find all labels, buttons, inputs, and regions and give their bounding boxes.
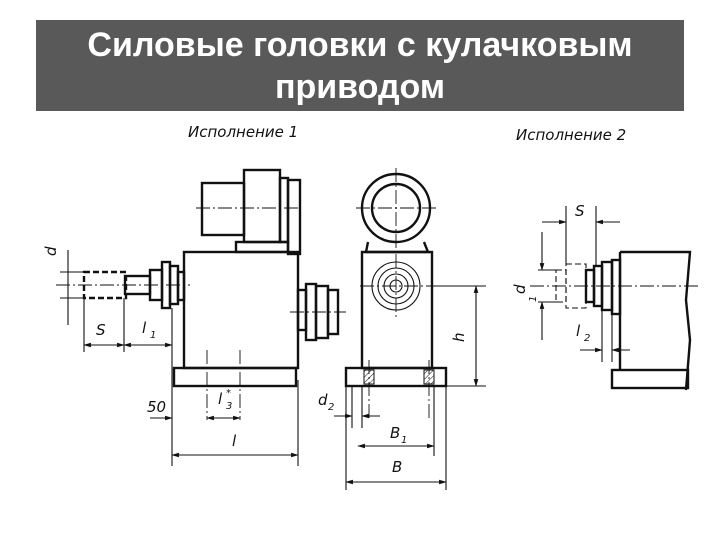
caption-variant-2: Исполнение 2 — [516, 126, 626, 144]
dim-l2-label: l — [576, 322, 581, 340]
side-view-dimensions: h d 2 B 1 B — [318, 285, 486, 490]
dim-50-label: 50 — [147, 398, 166, 416]
caption-variant-1: Исполнение 1 — [188, 123, 298, 141]
dim-l3-subscript: 3 — [226, 401, 232, 412]
dim-l1-label: l — [142, 319, 147, 337]
variant-2-dimensions: S d 1 l 2 — [511, 202, 630, 362]
dim-l2-subscript: 2 — [584, 333, 590, 344]
dim-d-label: d — [42, 246, 60, 256]
dim-b1-subscript: 1 — [401, 435, 407, 446]
front-view — [56, 168, 346, 420]
dim-h-label: h — [450, 332, 468, 342]
dim-s-label: S — [96, 321, 106, 339]
variant-2-view — [530, 250, 700, 391]
dim-d1-subscript: 1 — [528, 296, 539, 302]
dim-s2-label: S — [575, 202, 585, 220]
dim-d2-subscript: 2 — [328, 402, 334, 413]
front-view-dimensions: d S l 1 50 l 3 * l — [42, 246, 299, 466]
dim-b1-label: B — [390, 424, 400, 442]
dim-d1-label: d — [511, 284, 529, 294]
dim-l-label: l — [232, 432, 237, 450]
dim-l3-label: l — [218, 390, 223, 408]
dim-l3-star: * — [226, 388, 231, 399]
dim-b-label: B — [392, 458, 402, 476]
dim-d2-label: d — [318, 391, 328, 409]
title-banner: Силовые головки с кулачковым приводом — [36, 20, 684, 111]
side-view — [344, 168, 448, 420]
dim-l1-subscript: 1 — [150, 330, 156, 341]
slide-title: Силовые головки с кулачковым приводом — [87, 25, 633, 106]
